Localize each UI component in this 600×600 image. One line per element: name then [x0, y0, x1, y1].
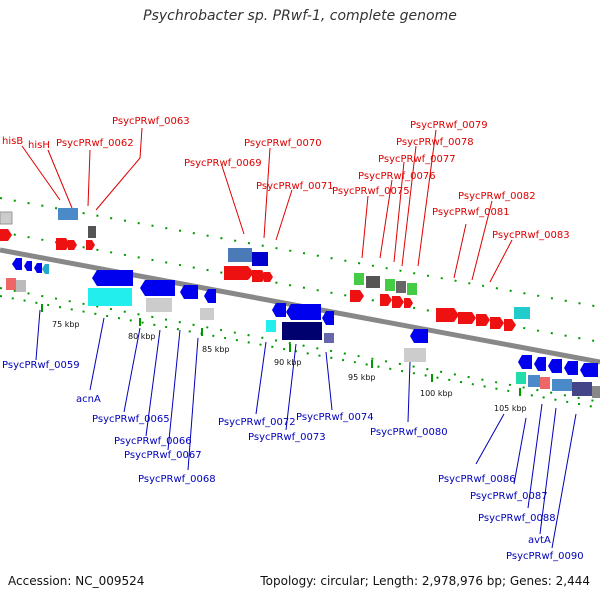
gene-label-reverse: PsycPRwf_0068 [138, 474, 216, 485]
genome-summary: Topology: circular; Length: 2,978,976 bp… [260, 574, 590, 588]
gene-label-forward: PsycPRwf_0071 [256, 181, 334, 192]
gene-label-reverse: PsycPRwf_0086 [438, 474, 516, 485]
gene-label-reverse: PsycPRwf_0066 [114, 436, 192, 447]
gene-label-reverse: acnA [76, 394, 101, 405]
gene-label-forward: hisH [28, 140, 50, 151]
gene-label-reverse: PsycPRwf_0087 [470, 491, 548, 502]
ruler-label: 95 kbp [348, 373, 376, 382]
gene-label-reverse: PsycPRwf_0073 [248, 432, 326, 443]
gene-label-forward: PsycPRwf_0078 [396, 137, 474, 148]
accession-label: Accession: NC_009524 [8, 574, 145, 588]
gene-label-forward: PsycPRwf_0077 [378, 154, 456, 165]
reverse-leader-lines [35, 309, 577, 549]
gene-label-reverse: PsycPRwf_0090 [506, 551, 584, 562]
gene-label-forward: PsycPRwf_0063 [112, 116, 190, 127]
gene-label-forward: PsycPRwf_0079 [410, 120, 488, 131]
ruler-label: 90 kbp [274, 358, 302, 367]
gene-label-forward: PsycPRwf_0082 [458, 191, 536, 202]
ruler-label: 80 kbp [128, 332, 156, 341]
reverse-genes [6, 258, 600, 398]
gene-label-forward: PsycPRwf_0075 [332, 186, 410, 197]
ruler-label: 100 kbp [420, 389, 453, 398]
gene-label-reverse: PsycPRwf_0072 [218, 417, 296, 428]
gene-label-reverse: PsycPRwf_0088 [478, 513, 556, 524]
gene-label-forward: PsycPRwf_0076 [358, 171, 436, 182]
gene-label-reverse: PsycPRwf_0067 [124, 450, 202, 461]
gene-label-reverse: avtA [528, 535, 551, 546]
forward-leader-lines [21, 127, 513, 283]
gene-label-reverse: PsycPRwf_0065 [92, 414, 170, 425]
ruler-label: 75 kbp [52, 320, 80, 329]
gene-label-forward: PsycPRwf_0069 [184, 158, 262, 169]
gene-label-reverse: PsycPRwf_0080 [370, 427, 448, 438]
gene-label-reverse: PsycPRwf_0059 [2, 360, 80, 371]
map-title: Psychrobacter sp. PRwf-1, complete genom… [143, 8, 457, 24]
ruler-label: 85 kbp [202, 345, 230, 354]
gene-label-forward: PsycPRwf_0081 [432, 207, 510, 218]
ruler-label: 105 kbp [494, 404, 527, 413]
gene-label-forward: PsycPRwf_0062 [56, 138, 134, 149]
gene-label-forward: PsycPRwf_0083 [492, 230, 570, 241]
gene-label-reverse: PsycPRwf_0074 [296, 412, 374, 423]
ruler-ticks [41, 304, 521, 396]
forward-genes [0, 208, 530, 331]
gene-label-forward: PsycPRwf_0070 [244, 138, 322, 149]
gene-label-forward: hisB [2, 136, 23, 147]
